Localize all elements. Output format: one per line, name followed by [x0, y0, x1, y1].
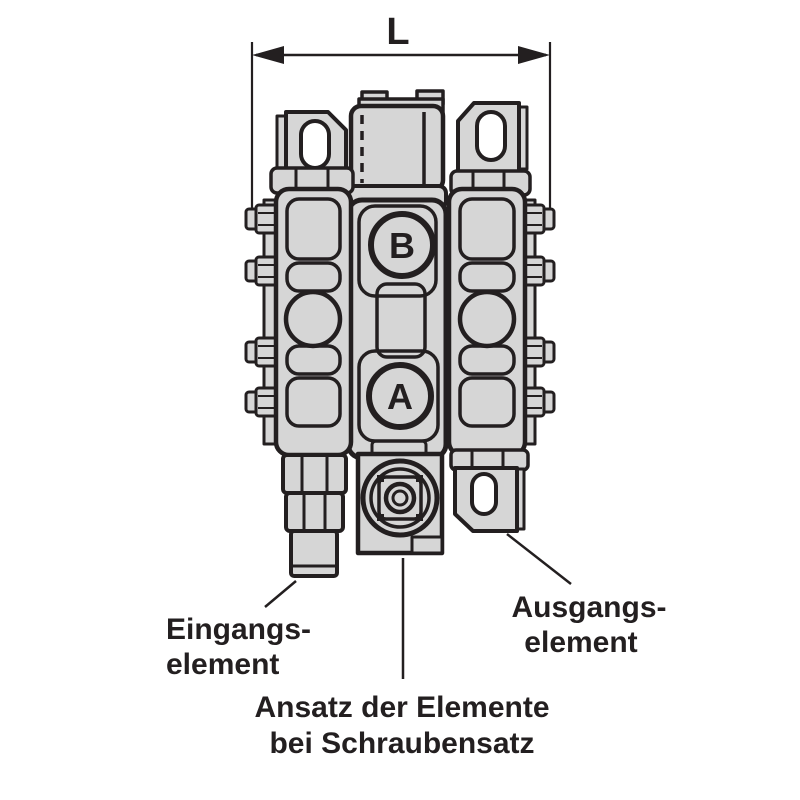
- body-band: [285, 197, 342, 261]
- dimension-label: L: [386, 11, 409, 53]
- body-waist: [375, 282, 427, 359]
- body-band: [285, 376, 342, 428]
- input-element-drawing: [244, 110, 355, 578]
- flange-notch: [410, 535, 444, 555]
- label-input-line1: Eingangs-: [166, 613, 311, 646]
- dimension-arrow-right: [518, 46, 550, 64]
- port-a-circle: [366, 362, 434, 430]
- plate-corner-mark: [416, 475, 423, 482]
- leader-line-input: [264, 580, 297, 608]
- bracket-slot: [470, 472, 498, 516]
- label-output-line1: Ausgangs-: [511, 591, 666, 624]
- body-band: [458, 344, 516, 376]
- plate-corner-mark: [377, 514, 384, 521]
- screw-boss-circle: [383, 481, 417, 515]
- flange-inner-ring: [369, 467, 431, 529]
- body-band: [285, 344, 342, 376]
- hex-fitting-lower: [284, 491, 345, 533]
- bracket-slot: [475, 110, 507, 162]
- flange-outer-circle: [360, 458, 440, 538]
- plate-corner-mark: [416, 514, 423, 521]
- annotation-labels: Eingangs- element Ausgangs- element Ansa…: [166, 591, 667, 760]
- plate-corner-mark: [377, 475, 384, 482]
- output-element-drawing: [446, 101, 556, 533]
- dimension-L: L: [250, 11, 552, 226]
- center-element-drawing: B A: [345, 89, 449, 556]
- dimension-arrow-left: [252, 46, 284, 64]
- port-b-boss: [357, 204, 438, 298]
- label-input-line2: element: [166, 648, 279, 681]
- body-band: [458, 197, 516, 261]
- label-attachment-line2: bei Schraubensatz: [269, 727, 534, 760]
- label-output-line2: element: [524, 626, 637, 659]
- valve-cap: [348, 103, 446, 193]
- leader-line-output: [506, 533, 572, 585]
- port-a-label: A: [387, 376, 413, 417]
- label-attachment-line1: Ansatz der Elemente: [254, 691, 549, 724]
- body-band: [458, 376, 516, 428]
- bracket-slot: [299, 119, 331, 170]
- port-b-label: B: [389, 225, 415, 266]
- inlet-pipe-stub: [289, 529, 339, 578]
- screw-center-circle: [391, 489, 409, 507]
- hex-fitting-upper: [281, 453, 348, 495]
- port-b-circle: [368, 211, 436, 279]
